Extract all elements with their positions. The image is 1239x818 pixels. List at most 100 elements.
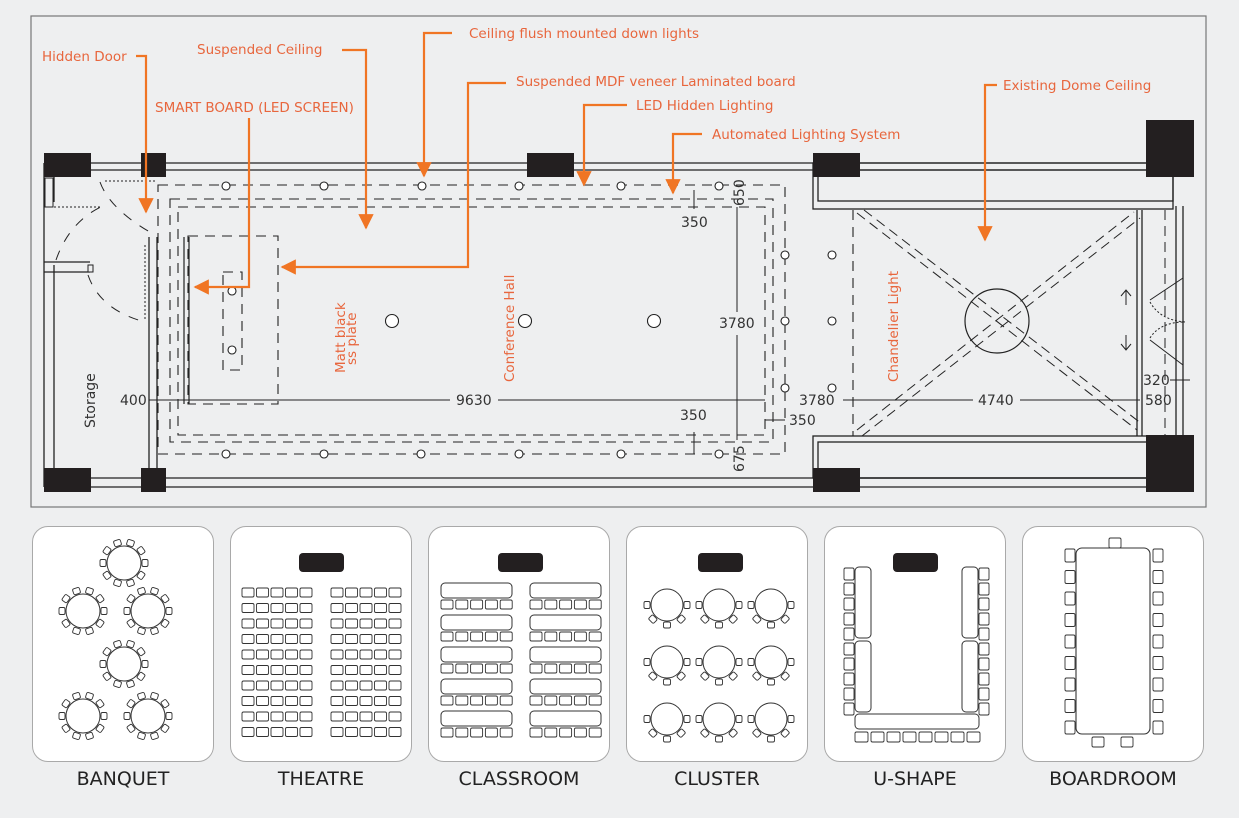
chair-icon	[559, 663, 573, 674]
chair-icon	[299, 711, 313, 722]
chair-icon	[270, 665, 284, 675]
table-left-upper	[854, 566, 872, 639]
chair-icon	[1064, 591, 1076, 606]
chair-icon	[160, 699, 170, 709]
chair-icon	[588, 727, 602, 738]
chair-icon	[374, 618, 387, 629]
chair-icon	[1064, 677, 1076, 692]
layout-label-u-shape: U-SHAPE	[873, 768, 957, 790]
room-label-storage: Storage	[83, 373, 99, 428]
chair-icon	[285, 665, 298, 675]
chair-icon	[1064, 699, 1076, 713]
chair-icon	[440, 695, 454, 706]
chair-icon	[150, 626, 159, 635]
chair-icon	[715, 621, 723, 629]
annotation-mdf-board: Suspended MDF veneer Laminated board	[516, 74, 796, 90]
chair-icon	[643, 715, 651, 723]
chair-icon	[150, 731, 159, 740]
chair-icon	[123, 607, 131, 615]
chair-icon	[299, 696, 313, 706]
chair-icon	[470, 631, 484, 642]
chair-icon	[345, 665, 358, 675]
chair-icon	[256, 603, 269, 613]
chair-icon	[455, 727, 469, 738]
chair-icon	[787, 658, 795, 666]
layout-card-banquet[interactable]	[32, 526, 214, 762]
chair-icon	[72, 731, 81, 740]
chair-icon	[499, 599, 513, 610]
chair-icon	[241, 696, 255, 706]
chair-icon	[1152, 548, 1164, 563]
boardroom-diagram	[1064, 537, 1164, 748]
chair-icon	[256, 711, 269, 722]
chair-icon	[374, 665, 387, 675]
chair-icon	[683, 601, 691, 609]
dim-350-bottom: 350	[680, 408, 707, 424]
chair-icon	[1108, 537, 1122, 549]
chair-icon	[99, 660, 107, 668]
chair-icon	[270, 696, 284, 706]
chair-icon	[529, 727, 543, 738]
stage-screen-icon	[893, 553, 938, 572]
layout-card-cluster[interactable]	[626, 526, 808, 762]
chair-icon	[285, 680, 298, 691]
chair-icon	[715, 735, 723, 743]
chair-icon	[1152, 677, 1164, 692]
chair-icon	[643, 601, 651, 609]
chair-icon	[455, 599, 469, 610]
chair-icon	[126, 578, 135, 587]
chair-icon	[72, 626, 81, 635]
dim-320: 320	[1143, 373, 1170, 389]
layout-card-u-shape[interactable]	[824, 526, 1006, 762]
chair-icon	[559, 599, 573, 610]
chair-icon	[588, 663, 602, 674]
chair-icon	[137, 626, 146, 635]
chair-icon	[330, 711, 344, 722]
chair-icon	[735, 715, 743, 723]
chair-icon	[559, 631, 573, 642]
chair-icon	[663, 621, 671, 629]
round-table-icon	[754, 702, 788, 736]
layout-label-theatre: THEATRE	[277, 768, 365, 790]
chair-icon	[544, 695, 558, 706]
desk-icon	[440, 710, 513, 727]
chair-icon	[499, 663, 513, 674]
round-table-icon	[702, 588, 736, 622]
chair-icon	[160, 594, 170, 604]
chair-icon	[241, 649, 255, 660]
chair-icon	[1064, 613, 1076, 627]
chair-icon	[966, 731, 981, 743]
boardroom-table	[1075, 547, 1151, 735]
chair-icon	[330, 727, 344, 737]
chair-icon	[345, 618, 358, 629]
chair-icon	[126, 594, 136, 604]
chair-icon	[843, 567, 855, 581]
chair-icon	[85, 692, 94, 701]
dim-9630: 9630	[456, 393, 492, 409]
chair-icon	[85, 731, 94, 740]
chair-icon	[241, 665, 255, 675]
down-lights	[221, 181, 837, 459]
layout-card-classroom[interactable]	[428, 526, 610, 762]
chair-icon	[270, 618, 284, 629]
round-table-icon	[65, 698, 101, 734]
chair-icon	[484, 599, 498, 610]
chair-icon	[136, 546, 146, 556]
chair-icon	[61, 723, 71, 733]
chair-icon	[695, 715, 703, 723]
layout-card-theatre[interactable]	[230, 526, 412, 762]
chair-icon	[854, 731, 869, 743]
round-table-icon	[650, 645, 684, 679]
layout-card-boardroom[interactable]	[1022, 526, 1204, 762]
chair-icon	[102, 546, 112, 556]
chair-icon	[787, 715, 795, 723]
chair-icon	[241, 680, 255, 691]
chair-icon	[85, 587, 94, 596]
chair-icon	[663, 735, 671, 743]
chair-icon	[978, 627, 990, 641]
chair-icon	[648, 671, 658, 681]
chair-icon	[126, 539, 135, 548]
chair-icon	[484, 695, 498, 706]
chair-icon	[470, 599, 484, 610]
chair-icon	[843, 627, 855, 641]
